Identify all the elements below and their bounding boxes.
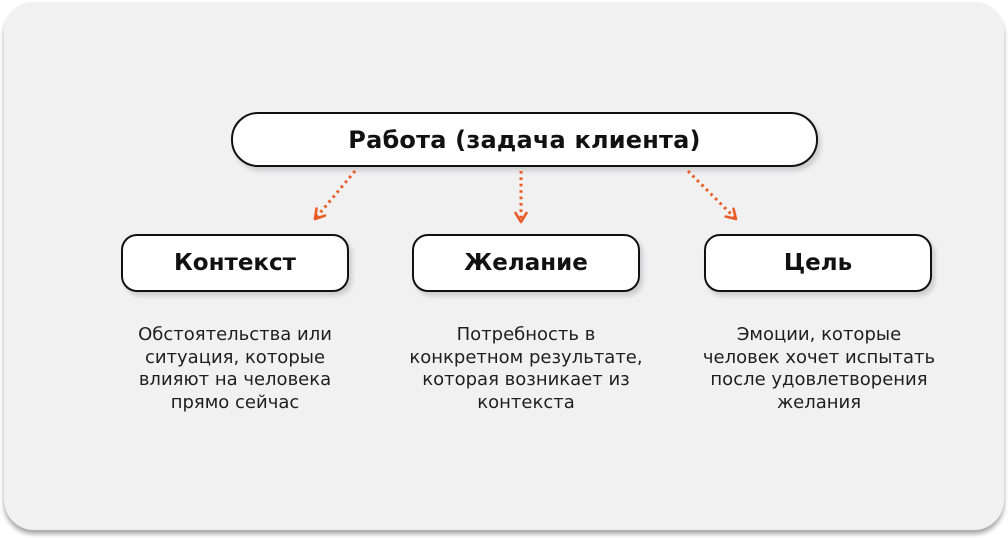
node-goal: Цель xyxy=(704,234,932,292)
description-desire-line: которая возникает из xyxy=(422,369,630,390)
description-desire-line: Потребность в xyxy=(456,324,596,345)
description-context: Обстоятельства или ситуация, которые вли… xyxy=(95,324,375,414)
description-goal-line: после удовлетворения xyxy=(710,369,928,390)
description-goal-line: желания xyxy=(776,391,862,413)
description-context-line: ситуация, которые xyxy=(144,346,326,368)
arrow-to-context xyxy=(313,170,357,221)
description-goal: Эмоции, которые человек хочет испытать п… xyxy=(679,324,959,414)
description-context-line: прямо сейчас xyxy=(170,391,300,413)
description-context-line: влияют на человека xyxy=(138,369,332,390)
description-desire-line: конкретном результате, xyxy=(409,346,643,368)
description-goal-line: человек хочет испытать xyxy=(702,346,936,368)
arrow-to-goal xyxy=(686,169,738,221)
node-goal-title: Цель xyxy=(783,250,853,276)
node-root-title: Работа (задача клиента) xyxy=(348,125,701,154)
node-context: Контекст xyxy=(121,234,349,292)
node-root-job: Работа (задача клиента) xyxy=(231,112,818,167)
description-desire-line: контекста xyxy=(477,391,575,413)
diagram-card: Работа (задача клиента) Контекст Желание… xyxy=(4,2,1004,530)
node-desire-title: Желание xyxy=(464,250,588,276)
description-context-line: Обстоятельства или xyxy=(138,324,332,345)
description-desire: Потребность в конкретном результате, кот… xyxy=(386,324,666,414)
node-context-title: Контекст xyxy=(174,250,296,276)
description-goal-line: Эмоции, которые xyxy=(736,324,902,345)
node-desire: Желание xyxy=(412,234,640,292)
